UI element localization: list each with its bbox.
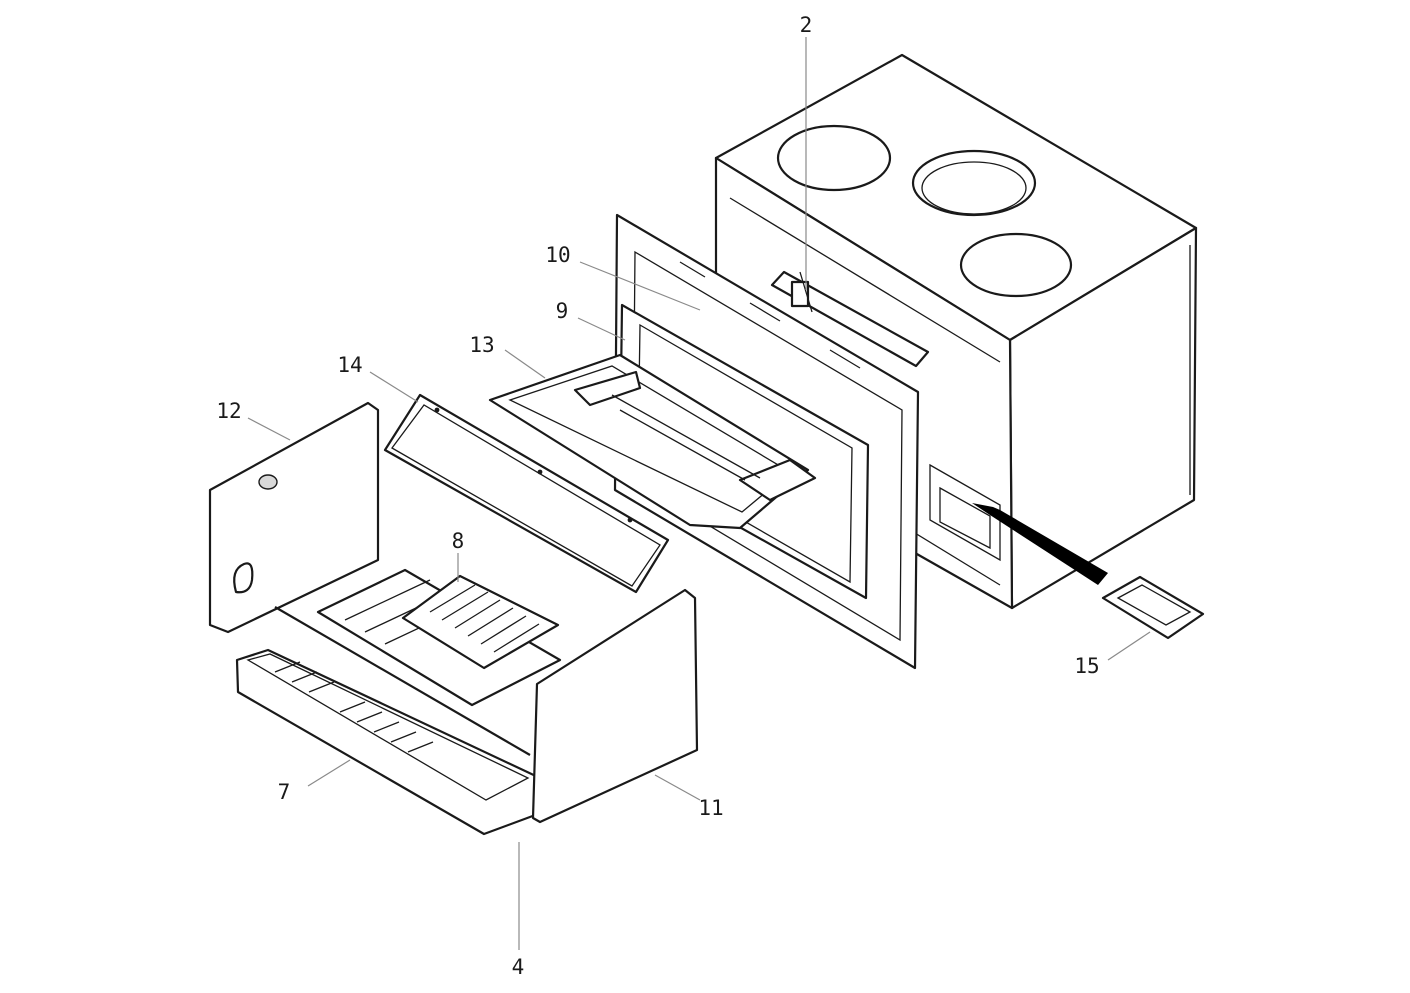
callout-15: 15 [1074, 654, 1099, 678]
top-bracket [770, 270, 930, 368]
callout-labels: 2 4 7 8 9 10 11 12 13 14 15 [216, 13, 1099, 979]
rear-firebrick [383, 393, 670, 594]
baffle-deflector [488, 353, 817, 530]
callout-7: 7 [278, 780, 291, 804]
callout-9: 9 [556, 299, 569, 323]
right-side-plate [531, 588, 699, 824]
small-cover [1101, 575, 1205, 640]
callout-2: 2 [800, 13, 813, 37]
callout-13: 13 [469, 333, 494, 357]
small-grate [401, 574, 560, 670]
grate-slots [274, 661, 434, 753]
outer-housing [714, 53, 1198, 610]
callout-11: 11 [698, 796, 723, 820]
left-side-plate [208, 401, 380, 634]
callout-12: 12 [216, 399, 241, 423]
leader-lines [247, 37, 1151, 950]
callout-10: 10 [545, 243, 570, 267]
callout-8: 8 [452, 529, 465, 553]
callout-4: 4 [512, 955, 525, 979]
callout-14: 14 [337, 353, 362, 377]
insertion-arrow [972, 503, 1108, 585]
